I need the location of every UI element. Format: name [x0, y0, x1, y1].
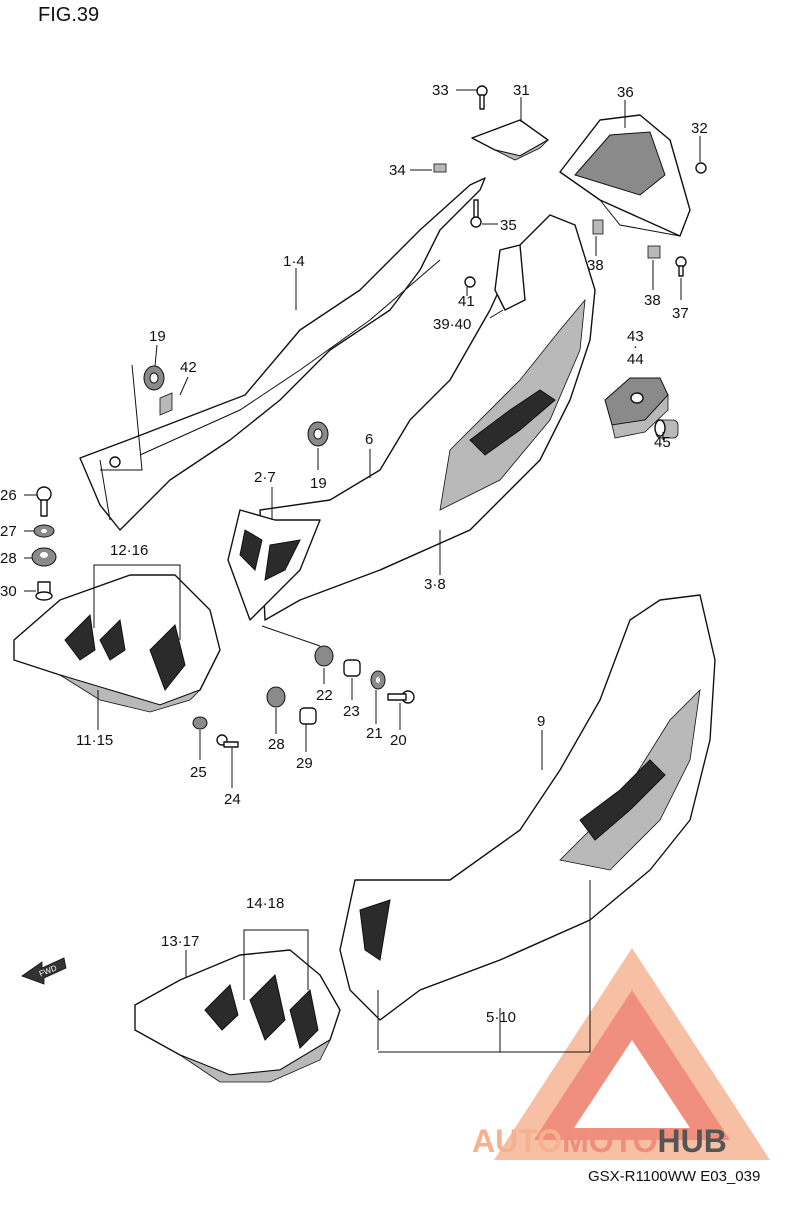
label-14-18: 14·18	[246, 895, 284, 912]
inner-piece-2-7	[227, 509, 321, 621]
label-20: 20	[390, 732, 407, 749]
part-36-bracket	[559, 114, 691, 237]
label-32: 32	[691, 120, 708, 137]
label-38-b: 38	[644, 292, 661, 309]
hardware	[31, 85, 707, 748]
logo-triangle-cut	[574, 1040, 690, 1128]
label-2-7: 2·7	[254, 469, 276, 486]
label-9: 9	[537, 713, 545, 730]
fender-12-16	[13, 574, 221, 713]
label-22: 22	[316, 687, 333, 704]
label-39-40: 39·40	[433, 316, 471, 333]
block-43-44	[604, 377, 669, 439]
label-35: 35	[500, 217, 517, 234]
label-12-16: 12·16	[110, 542, 148, 559]
label-41: 41	[458, 293, 475, 310]
label-11-15: 11·15	[76, 732, 113, 749]
label-3-8: 3·8	[424, 576, 446, 593]
label-28-b: 28	[268, 736, 285, 753]
label-26: 26	[0, 487, 17, 504]
side-cover-6	[259, 214, 596, 621]
label-27: 27	[0, 523, 17, 540]
label-36: 36	[617, 84, 634, 101]
label-5-10: 5·10	[486, 1009, 516, 1026]
logo-text-auto: AUTO	[472, 1123, 562, 1159]
label-38-a: 38	[587, 257, 604, 274]
side-cover-9	[339, 594, 716, 1021]
figure-title: FIG.39	[38, 4, 99, 26]
label-24: 24	[224, 791, 241, 808]
label-43: 43	[627, 328, 644, 345]
label-23: 23	[343, 703, 360, 720]
label-34: 34	[389, 162, 406, 179]
label-1-4: 1·4	[283, 253, 305, 270]
label-28-a: 28	[0, 550, 17, 567]
label-33: 33	[432, 82, 449, 99]
part-31-cover	[471, 119, 549, 161]
label-44: 44	[627, 351, 644, 368]
autohub-logo: AUTOMOTOHUB	[472, 948, 770, 1160]
label-13-17: 13·17	[161, 933, 199, 950]
label-37: 37	[672, 305, 689, 322]
label-19-a: 19	[149, 328, 166, 345]
label-19-b: 19	[310, 475, 327, 492]
label-29: 29	[296, 755, 313, 772]
label-31: 31	[513, 82, 530, 99]
fender-14-18	[134, 949, 341, 1083]
label-21: 21	[366, 725, 383, 742]
leader-lines	[24, 89, 701, 1053]
label-42: 42	[180, 359, 197, 376]
part-labels: 33 31 36 32 34 35 1·4 41 39·40 38 38 37 …	[0, 82, 708, 1026]
label-6: 6	[365, 431, 373, 448]
label-25: 25	[190, 764, 207, 781]
logo-text-moto: MOTO	[562, 1123, 657, 1159]
label-30: 30	[0, 583, 17, 600]
fwd-arrow: FWD	[21, 957, 67, 985]
logo-text-hub: HUB	[657, 1123, 726, 1159]
label-45: 45	[654, 434, 671, 451]
svg-text:AUTOMOTOHUB: AUTOMOTOHUB	[472, 1123, 727, 1159]
model-code: GSX-R1100WW E03_039	[588, 1168, 760, 1185]
label-dot: ·	[633, 338, 638, 355]
frame-cover-1-4	[79, 177, 486, 531]
